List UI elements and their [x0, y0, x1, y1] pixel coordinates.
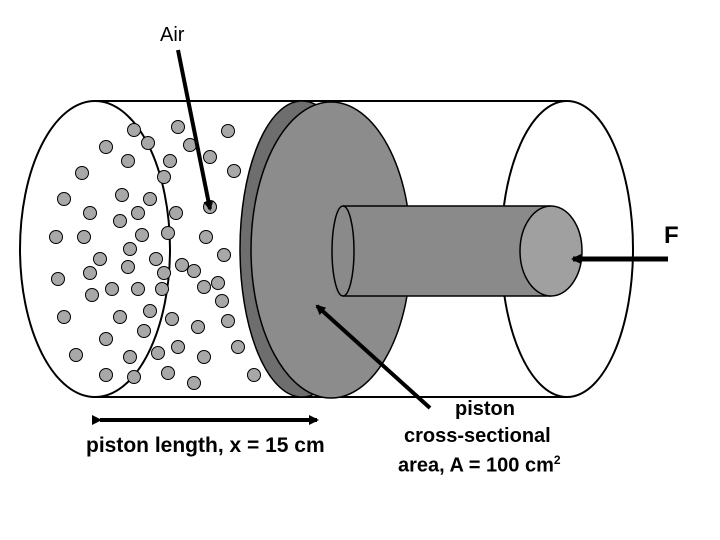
air-particle — [105, 282, 119, 296]
air-particle — [127, 370, 141, 384]
air-particle — [157, 266, 171, 280]
air-particle — [121, 154, 135, 168]
air-particle — [99, 140, 113, 154]
piston-rod-start — [331, 205, 355, 297]
air-particle — [231, 340, 245, 354]
annotation-arrows — [92, 49, 668, 425]
air-particle — [85, 288, 99, 302]
piston-length-label: piston length, x = 15 cm — [86, 434, 325, 457]
air-particle — [143, 304, 157, 318]
air-particle — [127, 123, 141, 137]
air-particle — [137, 324, 151, 338]
air-particles — [49, 120, 261, 390]
piston-area-exponent: 2 — [553, 453, 561, 467]
piston-area-arrow — [315, 304, 432, 410]
air-arrow — [176, 49, 214, 211]
air-particle — [93, 252, 107, 266]
air-particle — [171, 340, 185, 354]
air-particle — [165, 312, 179, 326]
air-particle — [221, 124, 235, 138]
piston-area-text: area, A = 100 cm — [398, 454, 554, 477]
air-particle — [171, 120, 185, 134]
air-label: Air — [160, 24, 185, 46]
piston — [239, 100, 583, 399]
air-particle — [123, 350, 137, 364]
piston-rod — [335, 206, 551, 296]
air-particle — [99, 332, 113, 346]
air-particle — [199, 230, 213, 244]
air-particle — [169, 206, 183, 220]
air-particle — [221, 314, 235, 328]
air-particle — [191, 320, 205, 334]
air-particle — [99, 368, 113, 382]
air-particle — [57, 310, 71, 324]
piston-area-label-line3: area, A = 100 cm2 — [398, 453, 561, 478]
air-particle — [75, 166, 89, 180]
air-particle — [113, 310, 127, 324]
air-particle — [83, 266, 97, 280]
piston-area-label-line2: cross-sectional — [404, 425, 551, 447]
air-particle — [227, 164, 241, 178]
air-particle — [217, 248, 231, 262]
piston-area-label-line1: piston — [455, 398, 515, 420]
air-particle — [135, 228, 149, 242]
air-particle — [143, 192, 157, 206]
air-particle — [49, 230, 63, 244]
air-particle — [57, 192, 71, 206]
air-particle — [77, 230, 91, 244]
air-particle — [247, 368, 261, 382]
air-particle — [163, 154, 177, 168]
cylinder-left-end — [19, 100, 171, 398]
air-particle — [131, 206, 145, 220]
air-particle — [175, 258, 189, 272]
air-particle — [121, 260, 135, 274]
air-particle — [115, 188, 129, 202]
air-particle — [197, 350, 211, 364]
air-particle — [69, 348, 83, 362]
air-particle — [161, 226, 175, 240]
air-particle — [141, 136, 155, 150]
air-particle — [161, 366, 175, 380]
air-particle — [113, 214, 127, 228]
air-particle — [131, 282, 145, 296]
air-particle — [215, 294, 229, 308]
air-particle — [151, 346, 165, 360]
air-particle — [211, 276, 225, 290]
air-particle — [203, 150, 217, 164]
air-particle — [51, 272, 65, 286]
force-label: F — [664, 222, 679, 249]
air-particle — [187, 264, 201, 278]
air-particle — [197, 280, 211, 294]
air-particle — [149, 252, 163, 266]
air-particle — [155, 282, 169, 296]
air-particle — [83, 206, 97, 220]
air-particle — [157, 170, 171, 184]
air-particle — [123, 242, 137, 256]
air-particle — [187, 376, 201, 390]
piston-rod-end — [519, 205, 583, 297]
